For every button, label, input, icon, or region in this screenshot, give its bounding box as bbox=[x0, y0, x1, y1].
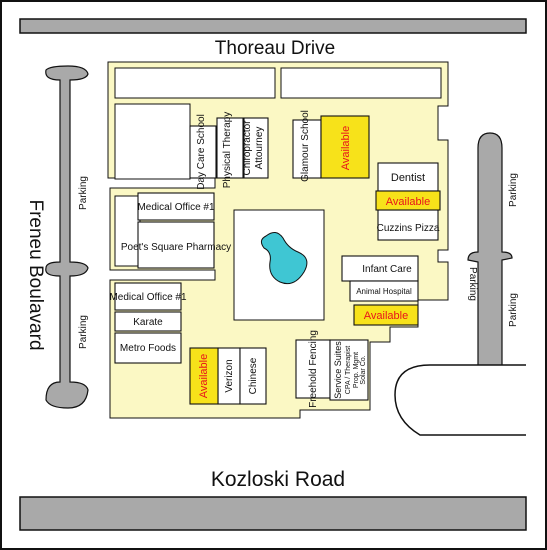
open-area-w bbox=[114, 195, 141, 267]
label-karate: Karate bbox=[133, 317, 163, 328]
available-southeast-unit[interactable] bbox=[353, 304, 419, 326]
parking-label-west-upper: Parking bbox=[78, 176, 89, 210]
bldg-physical-therapy bbox=[216, 117, 244, 179]
road-south bbox=[19, 496, 527, 531]
label-medical-office-lower: Medical Office #1 bbox=[109, 292, 187, 303]
label-poets-square: Poet's Square Pharmacy bbox=[121, 242, 231, 253]
label-service-suites: Service Suites bbox=[333, 341, 343, 399]
road-north bbox=[19, 18, 527, 34]
bldg-poets-square bbox=[137, 221, 215, 269]
label-dentist: Dentist bbox=[391, 172, 425, 184]
label-chinese: Chinese bbox=[248, 357, 259, 394]
bldg-chiropractor bbox=[243, 117, 269, 179]
bldg-medical-office-upper bbox=[137, 192, 215, 221]
label-physical-therapy: Physical Therapy bbox=[222, 112, 233, 189]
road-label-west: Freneu Boulavard bbox=[25, 199, 46, 350]
bldg-karate bbox=[114, 311, 182, 332]
label-available-east: Available bbox=[386, 196, 430, 208]
available-north-unit[interactable] bbox=[320, 115, 370, 179]
bldg-dentist bbox=[377, 162, 439, 192]
pond bbox=[260, 232, 308, 285]
bldg-medical-office-lower bbox=[114, 282, 182, 311]
label-medical-office-upper: Medical Office #1 bbox=[137, 202, 215, 213]
label-available-north: Available bbox=[340, 126, 352, 170]
bldg-day-care bbox=[189, 125, 217, 179]
label-infant-care: Infant Care bbox=[362, 264, 412, 275]
label-solar-co: Solar Co. bbox=[360, 355, 367, 384]
west-buildings bbox=[114, 192, 215, 364]
label-available-southeast: Available bbox=[364, 310, 408, 322]
east-curb bbox=[394, 364, 526, 436]
label-attourney: Attourney bbox=[254, 127, 265, 170]
label-chiropractor: Chiropractor bbox=[242, 120, 253, 176]
east-buildings bbox=[341, 255, 419, 302]
parking-label-east-upper: Parking bbox=[508, 173, 519, 207]
parking-island-west bbox=[45, 65, 89, 409]
tenant-labels: Day Care School Physical Therapy Chiropr… bbox=[109, 110, 439, 408]
bldg-infant-care bbox=[341, 255, 419, 282]
label-animal-hospital: Animal Hospital bbox=[356, 287, 412, 296]
open-areas bbox=[114, 67, 442, 321]
label-verizon: Verizon bbox=[224, 359, 235, 392]
north-buildings bbox=[189, 117, 439, 241]
parking-label-east-lower: Parking bbox=[508, 293, 519, 327]
label-cuzzins-pizza: Cuzzins Pizza bbox=[377, 223, 440, 234]
open-area-nw bbox=[114, 103, 191, 180]
label-freehold-fencing: Freehold Fencing bbox=[308, 330, 319, 408]
bldg-freehold-fencing bbox=[295, 339, 331, 399]
label-metro-foods: Metro Foods bbox=[120, 343, 176, 354]
label-day-care: Day Care School bbox=[196, 114, 207, 190]
bldg-service-suites bbox=[329, 339, 369, 401]
parking-label-east-mid: Parking bbox=[467, 267, 478, 301]
label-available-south: Available bbox=[198, 354, 210, 398]
south-buildings bbox=[217, 339, 369, 405]
road-label-north: Thoreau Drive bbox=[215, 38, 335, 59]
label-prop-mgmt: Prop. Mgmt bbox=[353, 352, 360, 388]
bldg-animal-hospital bbox=[349, 280, 419, 302]
parking-label-west-lower: Parking bbox=[78, 315, 89, 349]
bldg-glamour-school bbox=[292, 119, 322, 179]
label-cpa-therapist: CPA / Therapist bbox=[345, 346, 352, 394]
open-area-n1 bbox=[114, 67, 276, 99]
available-south-unit[interactable] bbox=[189, 347, 219, 405]
bldg-cuzzins-pizza bbox=[377, 209, 439, 241]
road-label-south: Kozloski Road bbox=[211, 468, 345, 491]
open-area-n2 bbox=[280, 67, 442, 99]
label-glamour-school: Glamour School bbox=[300, 110, 311, 182]
bldg-metro-foods bbox=[114, 332, 182, 364]
available-east-unit[interactable] bbox=[375, 190, 441, 211]
bldg-chinese bbox=[239, 347, 267, 405]
